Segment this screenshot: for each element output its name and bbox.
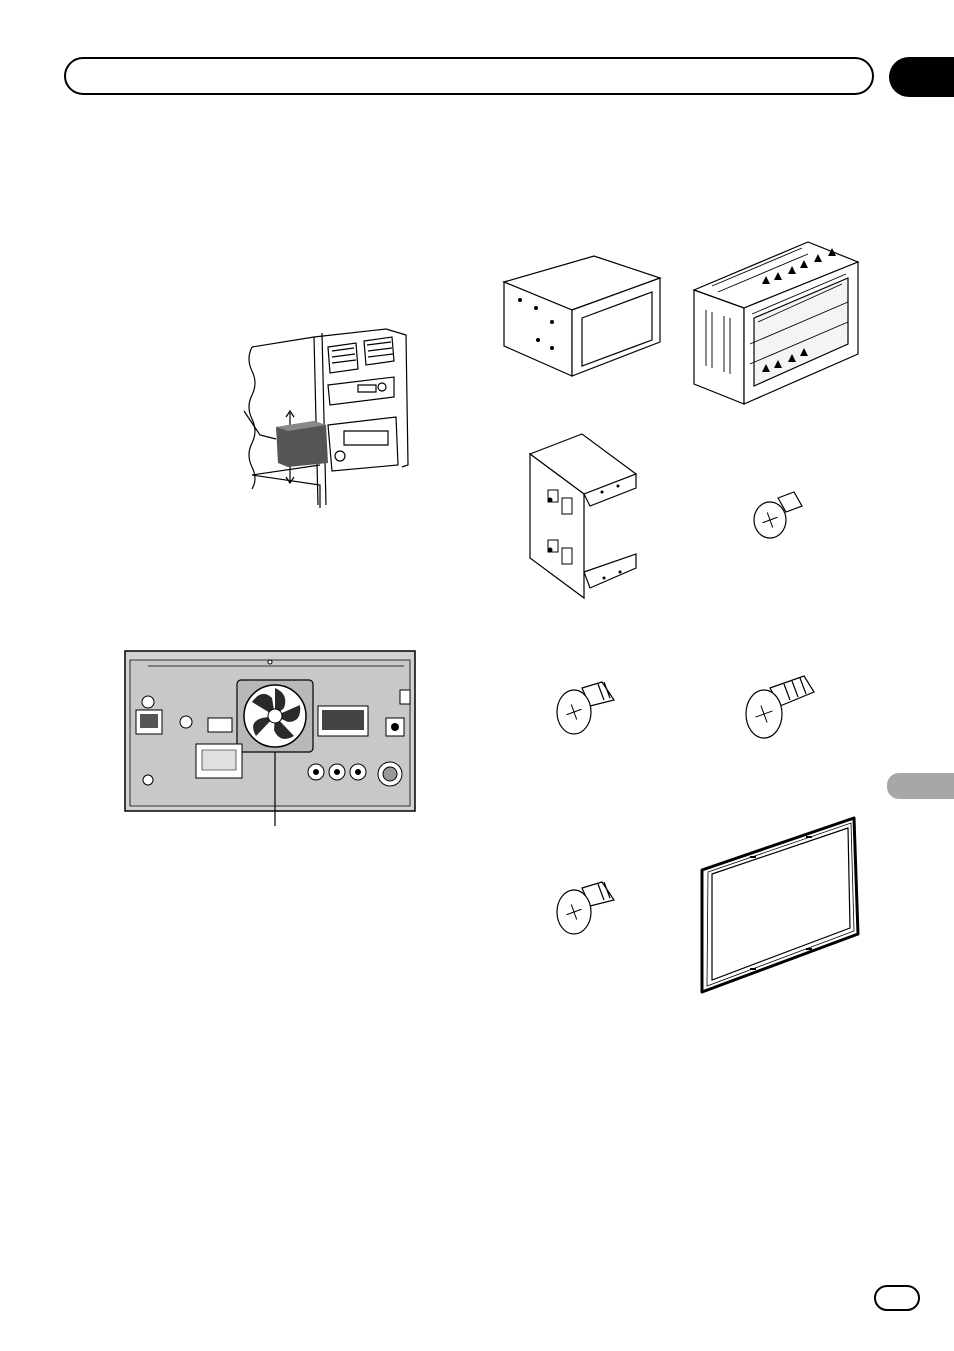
part-screw-b-figure	[554, 678, 618, 738]
console-installation-figure	[236, 325, 416, 510]
part-screw-c-figure	[742, 674, 816, 742]
part-unit-figure	[502, 252, 662, 380]
section-side-tab	[887, 773, 954, 799]
part-bracket-figure	[526, 432, 640, 602]
chapter-header-bar	[64, 57, 874, 95]
page-number-badge	[874, 1285, 920, 1311]
chapter-tab	[889, 57, 954, 97]
part-mounting-sleeve-figure	[692, 234, 862, 406]
part-screw-a-figure	[750, 488, 806, 544]
part-screw-d-figure	[554, 878, 618, 938]
part-trim-ring-figure	[696, 816, 862, 996]
rear-panel-figure	[124, 650, 416, 830]
